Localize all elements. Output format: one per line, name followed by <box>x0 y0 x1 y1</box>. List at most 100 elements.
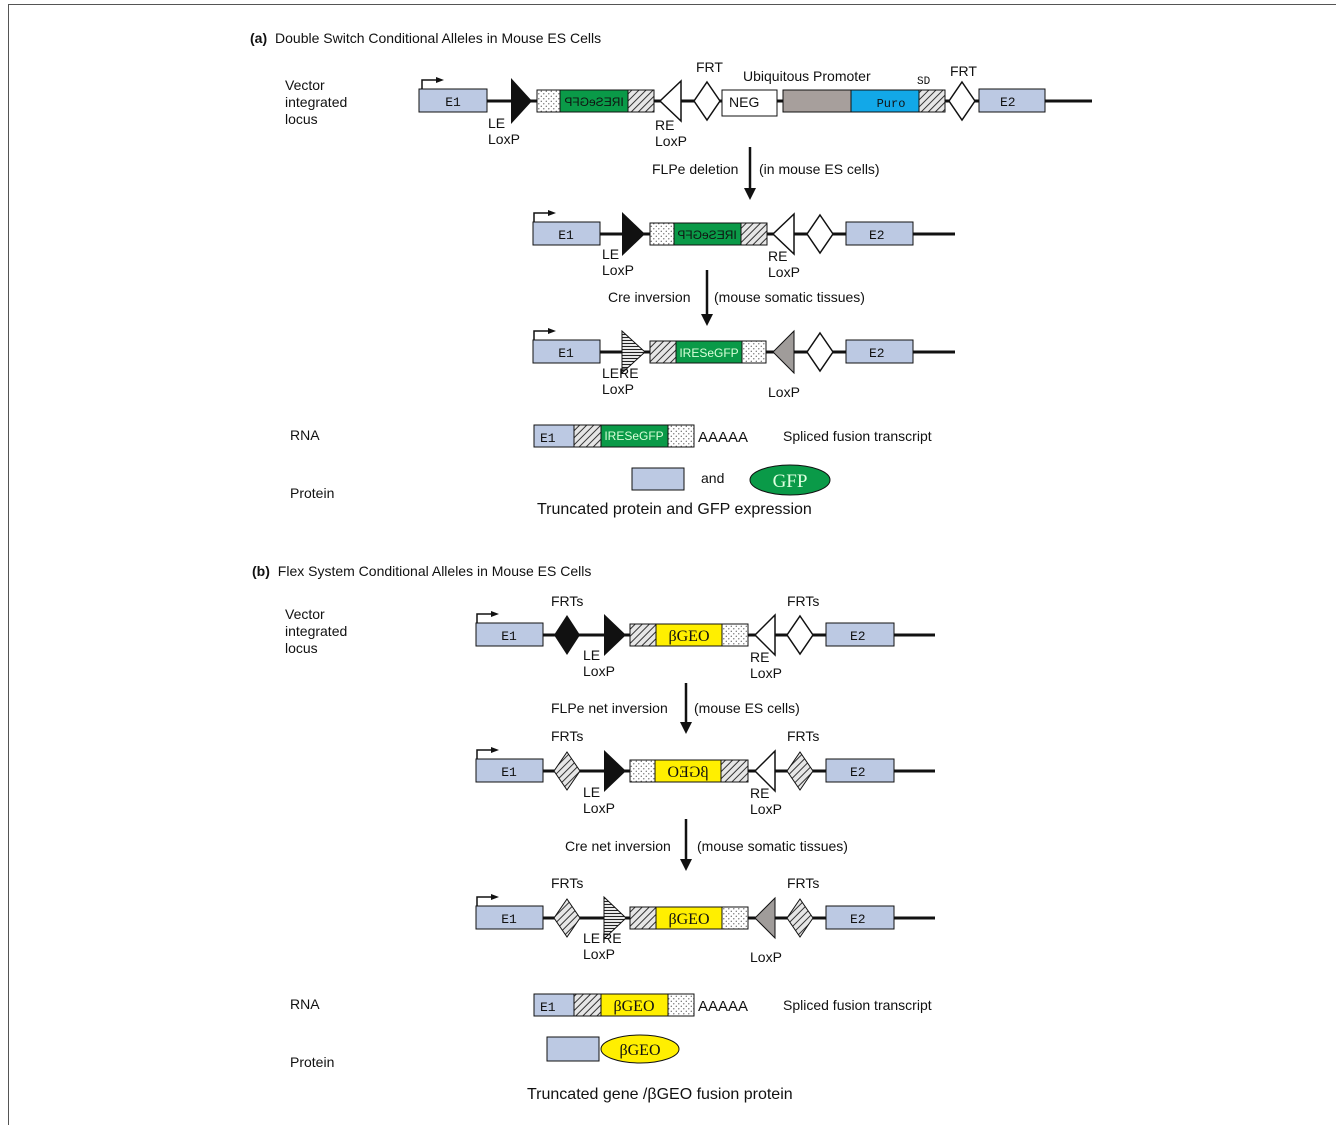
panel-a: (a) Double Switch Conditional Alleles in… <box>250 30 1092 518</box>
exon-e1 <box>475 758 544 783</box>
re-label: RE <box>655 117 674 133</box>
exon-e1-label: E1 <box>558 346 574 361</box>
loxp-label: LoxP <box>602 381 634 397</box>
arrowhead-icon <box>491 747 499 753</box>
re-loxp-triangle <box>753 613 776 657</box>
frts-label-2: FRTs <box>787 875 819 891</box>
exon-e1-label: E1 <box>540 1000 556 1015</box>
ires-egfp-label: IRESeGFP <box>679 346 738 360</box>
panel-b-heading: (b) Flex System Conditional Alleles in M… <box>252 563 591 579</box>
arrowhead-down-icon <box>744 188 756 200</box>
frt-diamond-hatched <box>553 898 581 938</box>
exon-e2 <box>825 622 895 647</box>
vector-label-line3: locus <box>285 640 318 656</box>
flpe-net-inversion-note: (mouse ES cells) <box>694 700 800 716</box>
bgeo-protein-label: βGEO <box>619 1042 660 1059</box>
loxp-label-2: LoxP <box>750 801 782 817</box>
hatched-segment <box>649 340 677 364</box>
panel-a-caption: Truncated protein and GFP expression <box>537 501 812 518</box>
frts-label-2: FRTs <box>787 593 819 609</box>
bgeo-label: βGEO <box>613 998 654 1015</box>
transcription-start-arrow-icon <box>533 330 552 340</box>
exon-e2 <box>845 339 914 364</box>
hatched-segment <box>573 993 602 1017</box>
re-label: RE <box>750 785 769 801</box>
truncated-protein-box <box>546 1036 600 1062</box>
lere-loxp-triangle <box>621 329 646 375</box>
hatched-segment <box>573 424 602 448</box>
bgeo-label: βGEO <box>668 911 709 928</box>
a-row3-locus: E1 LERE LoxP IRESeGFP LoxP E2 <box>532 328 955 400</box>
polya-tail: AAAAA <box>698 998 748 1015</box>
loxp-label: LoxP <box>583 946 615 962</box>
re-loxp-triangle <box>771 212 795 256</box>
b-row2-locus: E1 FRTs LE LoxP βGEO RE LoxP FRTs E2 <box>475 728 935 817</box>
loxp-grey-triangle <box>772 329 795 375</box>
arrowhead-down-icon <box>680 859 692 871</box>
loxp-label-2: LoxP <box>768 384 800 400</box>
cre-inversion-note: (mouse somatic tissues) <box>714 289 865 305</box>
arrowhead-icon <box>491 611 499 617</box>
exon-e2-label: E2 <box>1000 95 1016 110</box>
bgeo-reversed-label: βGEO <box>667 764 708 781</box>
dotted-segment <box>629 759 656 783</box>
truncated-protein-box <box>631 467 685 491</box>
frt-label: FRT <box>696 59 723 75</box>
hatched-segment <box>629 623 657 647</box>
frts-label: FRTs <box>551 593 583 609</box>
frts-label: FRTs <box>551 728 583 744</box>
flpe-deletion-note: (in mouse ES cells) <box>759 161 880 177</box>
transcription-start-arrow-icon <box>476 896 495 906</box>
loxp-grey-triangle <box>754 896 776 940</box>
frt-diamond-hatched-2 <box>786 751 814 791</box>
rna-label: RNA <box>290 427 320 443</box>
dotted-segment <box>667 424 695 448</box>
frt-diamond-hatched <box>553 751 581 791</box>
exon-e1 <box>532 221 601 246</box>
frt-diamond <box>786 614 814 656</box>
ires-egfp-label: IRESeGFP <box>604 429 663 443</box>
panel-b-caption: Truncated gene /βGEO fusion protein <box>527 1086 793 1103</box>
cre-net-inversion-note: (mouse somatic tissues) <box>697 838 848 854</box>
exon-e1-label: E1 <box>501 629 517 644</box>
and-label: and <box>701 470 724 486</box>
frt-diamond-black <box>554 615 580 655</box>
protein-label: Protein <box>290 485 334 501</box>
polya-tail: AAAAA <box>698 429 748 446</box>
exon-e2 <box>978 88 1046 113</box>
exon-e1-label: E1 <box>501 765 517 780</box>
loxp-label: LoxP <box>583 663 615 679</box>
hatched-segment <box>740 222 768 246</box>
re-loxp-triangle <box>658 79 682 123</box>
frts-label: FRTs <box>551 875 583 891</box>
exon-e1-label: E1 <box>540 431 556 446</box>
le-label: LE <box>602 246 619 262</box>
transcription-start-arrow-icon <box>421 79 440 89</box>
lere-label: LERE <box>602 365 639 381</box>
panel-b-tag: (b) <box>252 563 270 579</box>
loxp-label: LoxP <box>488 131 520 147</box>
panel-a-tag: (a) <box>250 30 267 46</box>
frt-diamond-hatched-2 <box>786 898 814 938</box>
ubiquitous-promoter-box <box>782 89 852 113</box>
hatched-segment <box>720 759 749 783</box>
loxp-label-2: LoxP <box>750 665 782 681</box>
frt-diamond <box>693 80 721 122</box>
figure-frame <box>8 4 1336 1125</box>
exon-e1-label: E1 <box>501 912 517 927</box>
panel-a-title: Double Switch Conditional Alleles in Mou… <box>275 30 601 46</box>
sd-label: SD <box>917 76 931 88</box>
le-loxp-triangle <box>622 212 645 256</box>
dotted-segment <box>536 89 561 113</box>
cre-inversion-label: Cre inversion <box>608 289 690 305</box>
cre-net-inversion-label: Cre net inversion <box>565 838 671 854</box>
arrowhead-down-icon <box>701 314 713 326</box>
le-loxp-triangle <box>604 614 626 656</box>
le-label: LE <box>583 784 600 800</box>
neg-box <box>721 89 778 117</box>
vector-label-line1: Vector <box>285 606 325 622</box>
arrowhead-down-icon <box>680 722 692 734</box>
rna-note: Spliced fusion transcript <box>783 997 932 1013</box>
dotted-segment <box>721 906 749 930</box>
